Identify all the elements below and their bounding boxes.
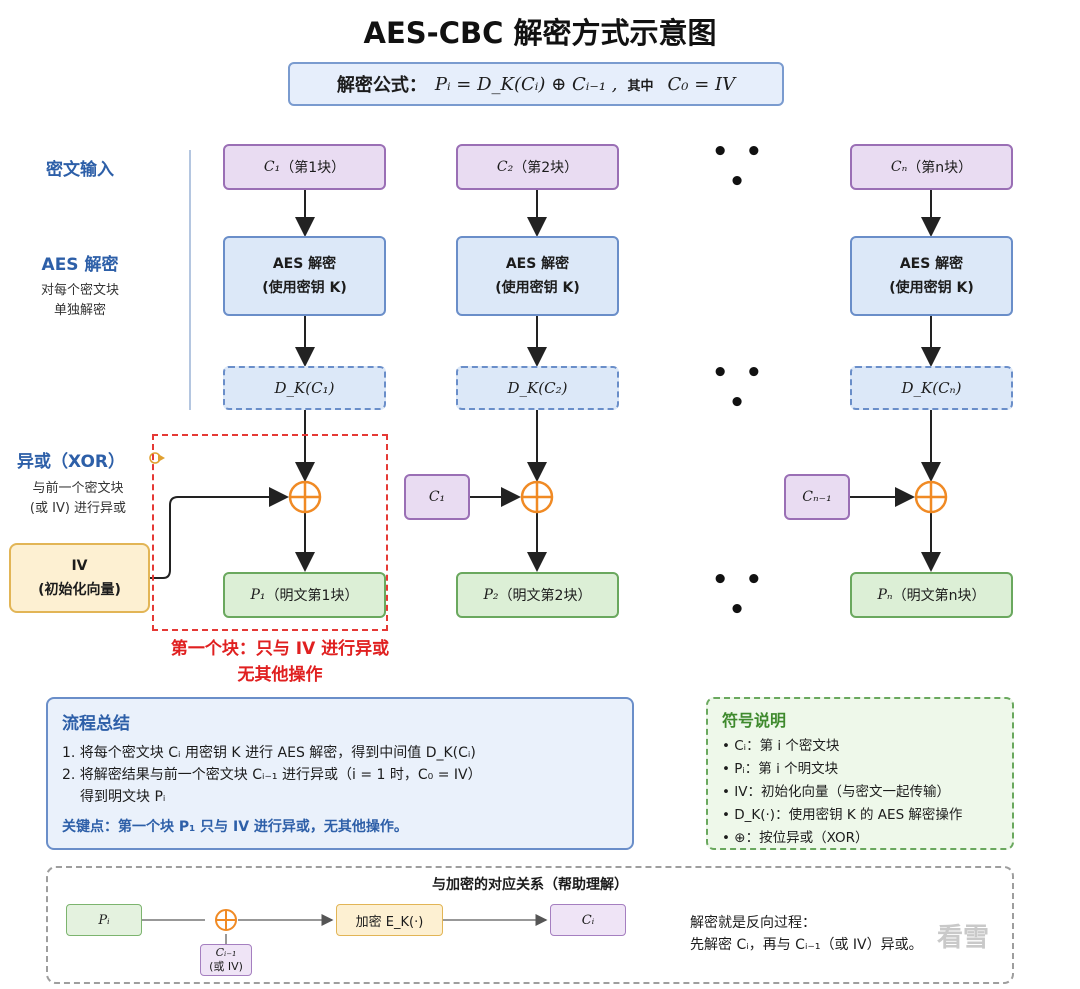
xor-icon-1 bbox=[288, 480, 322, 514]
intermediate-box-2: D_K(C₂) bbox=[456, 366, 619, 410]
summary-step-2b: 得到明文块 Pᵢ bbox=[80, 789, 166, 805]
encryption-relation-title: 与加密的对应关系（帮助理解） bbox=[432, 877, 628, 893]
relation-note-line2: 先解密 Cᵢ，再与 Cᵢ₋₁（或 IV）异或。 bbox=[690, 937, 923, 953]
legend-item-xor: • ⊕：按位异或（XOR） bbox=[722, 830, 869, 846]
cipher-block-2-symbol: C₂ bbox=[496, 159, 514, 175]
intermediate-box-n: D_K(Cₙ) bbox=[850, 366, 1013, 410]
legend-item-plain: • Pᵢ：第 i 个明文块 bbox=[722, 761, 839, 777]
first-block-highlight bbox=[152, 434, 388, 631]
legend-item-cipher: • Cᵢ：第 i 个密文块 bbox=[722, 738, 840, 754]
ellipsis-intermediate: • • • bbox=[711, 358, 767, 418]
pin-icon bbox=[149, 452, 165, 464]
summary-step-1: 1. 将每个密文块 Cᵢ 用密钥 K 进行 AES 解密，得到中间值 D_K(C… bbox=[62, 745, 476, 761]
row-note-aes-1: 对每个密文块 bbox=[40, 283, 119, 298]
first-block-note-line2: 无其他操作 bbox=[237, 665, 323, 685]
relation-prev-cipher-symbol: Cᵢ₋₁ bbox=[215, 946, 237, 959]
first-block-note-line1: 第一个块：只与 IV 进行异或 bbox=[170, 639, 390, 659]
summary-key-point: 关键点：第一个块 P₁ 只与 IV 进行异或，无其他操作。 bbox=[62, 819, 408, 835]
cipher-block-n-note: （第n块） bbox=[907, 160, 973, 176]
legend-item-iv: • IV：初始化向量（与密文一起传输） bbox=[722, 784, 950, 800]
plain-block-1-symbol: P₁ bbox=[250, 587, 266, 603]
formula-expr: Pᵢ = D_K(Cᵢ) ⊕ Cᵢ₋₁ , bbox=[434, 73, 618, 95]
cipher-block-1-symbol: C₁ bbox=[263, 159, 281, 175]
formula-expr2: C₀ = IV bbox=[667, 73, 736, 95]
aes-decrypt-box-n-key: (使用密钥 K) bbox=[889, 280, 974, 296]
cipher-block-n-symbol: Cₙ bbox=[890, 159, 908, 175]
formula-label: 解密公式： bbox=[336, 75, 427, 96]
first-block-note: 第一个块：只与 IV 进行异或 无其他操作 bbox=[130, 636, 430, 688]
iv-note: (初始化向量) bbox=[38, 582, 121, 598]
ellipsis-plain: • • • bbox=[711, 565, 767, 625]
plain-block-n: Pₙ （明文第n块） bbox=[850, 572, 1013, 618]
xor-icon-2 bbox=[520, 480, 554, 514]
cipher-block-1: C₁ （第1块） bbox=[223, 144, 386, 190]
encryption-relation-panel bbox=[46, 866, 1014, 984]
summary-step-2: 2. 将解密结果与前一个密文块 Cᵢ₋₁ 进行异或（i = 1 时，C₀ = I… bbox=[62, 767, 482, 783]
relation-cipher-box: Cᵢ bbox=[550, 904, 626, 936]
plain-block-2: P₂ （明文第2块） bbox=[456, 572, 619, 618]
aes-decrypt-box-1: AES 解密 (使用密钥 K) bbox=[223, 236, 386, 316]
relation-encrypt-box: 加密 E_K(·) bbox=[336, 904, 443, 936]
iv-box: IV (初始化向量) bbox=[9, 543, 150, 613]
aes-decrypt-box-2-title: AES 解密 bbox=[505, 256, 570, 272]
aes-decrypt-box-2-key: (使用密钥 K) bbox=[495, 280, 580, 296]
plain-block-1: P₁ （明文第1块） bbox=[223, 572, 386, 618]
formula-qualifier: 其中 bbox=[627, 78, 654, 94]
row-label-cipher-input: 密文输入 bbox=[46, 160, 114, 180]
plain-block-n-symbol: Pₙ bbox=[877, 587, 893, 603]
relation-plain-box: Pᵢ bbox=[66, 904, 142, 936]
aes-decrypt-box-2: AES 解密 (使用密钥 K) bbox=[456, 236, 619, 316]
xor-input-2: C₁ bbox=[404, 474, 470, 520]
xor-icon-n bbox=[914, 480, 948, 514]
relation-prev-cipher-note: (或 IV) bbox=[209, 960, 243, 973]
aes-decrypt-box-1-key: (使用密钥 K) bbox=[262, 280, 347, 296]
intermediate-box-1: D_K(C₁) bbox=[223, 366, 386, 410]
row-note-xor-2: (或 IV) 进行异或 bbox=[29, 501, 127, 516]
aes-decrypt-box-n-title: AES 解密 bbox=[899, 256, 964, 272]
plain-block-2-note: （明文第2块） bbox=[498, 588, 592, 604]
row-note-aes-2: 单独解密 bbox=[53, 303, 106, 318]
summary-title: 流程总结 bbox=[62, 714, 130, 734]
row-note-xor-1: 与前一个密文块 bbox=[32, 481, 124, 496]
row-label-aes-decrypt: AES 解密 bbox=[41, 255, 119, 275]
cipher-block-2-note: （第2块） bbox=[513, 160, 579, 176]
plain-block-1-note: （明文第1块） bbox=[265, 588, 359, 604]
relation-note-line1: 解密就是反向过程： bbox=[690, 915, 816, 931]
cipher-block-n: Cₙ （第n块） bbox=[850, 144, 1013, 190]
aes-decrypt-box-1-title: AES 解密 bbox=[272, 256, 337, 272]
watermark-logo: 看雪 bbox=[936, 922, 989, 953]
xor-icon-small bbox=[215, 909, 237, 931]
row-label-xor: 异或（XOR） bbox=[16, 452, 126, 472]
relation-prev-cipher-box: Cᵢ₋₁ (或 IV) bbox=[200, 944, 252, 976]
page-title: AES-CBC 解密方式示意图 bbox=[363, 16, 717, 50]
aes-decrypt-box-n: AES 解密 (使用密钥 K) bbox=[850, 236, 1013, 316]
summary-panel: 流程总结 1. 将每个密文块 Cᵢ 用密钥 K 进行 AES 解密，得到中间值 … bbox=[46, 697, 634, 850]
ellipsis-cipher: • • • bbox=[711, 137, 767, 197]
legend-panel: 符号说明 • Cᵢ：第 i 个密文块 • Pᵢ：第 i 个明文块 • IV：初始… bbox=[706, 697, 1014, 850]
legend-title: 符号说明 bbox=[722, 711, 787, 730]
xor-input-n: Cₙ₋₁ bbox=[784, 474, 850, 520]
plain-block-2-symbol: P₂ bbox=[483, 587, 499, 603]
cipher-block-2: C₂ （第2块） bbox=[456, 144, 619, 190]
formula-box: 解密公式： Pᵢ = D_K(Cᵢ) ⊕ Cᵢ₋₁ , 其中 C₀ = IV bbox=[288, 62, 784, 106]
relation-note: 解密就是反向过程： 先解密 Cᵢ，再与 Cᵢ₋₁（或 IV）异或。 bbox=[690, 912, 990, 956]
legend-item-decrypt: • D_K(·)：使用密钥 K 的 AES 解密操作 bbox=[722, 807, 963, 823]
cipher-block-1-note: （第1块） bbox=[280, 160, 346, 176]
iv-label: IV bbox=[71, 558, 88, 574]
plain-block-n-note: （明文第n块） bbox=[892, 588, 986, 604]
